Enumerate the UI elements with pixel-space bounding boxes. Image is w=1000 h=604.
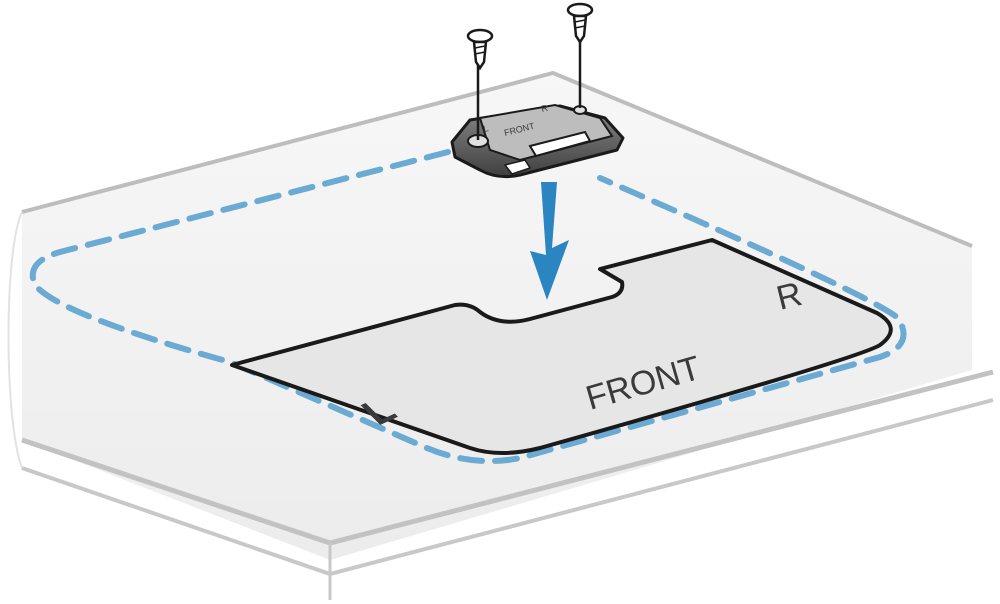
screw-icon bbox=[466, 28, 494, 140]
bracket-label-left: L bbox=[482, 123, 489, 134]
bracket-slot bbox=[528, 130, 592, 158]
bracket-notch bbox=[503, 159, 532, 175]
surface-left-edge bbox=[7, 211, 23, 469]
bracket: L FRONT R bbox=[450, 103, 625, 179]
arrow-down-icon bbox=[530, 182, 569, 300]
dashed-outline bbox=[29, 149, 907, 464]
bracket-top-plate bbox=[478, 103, 614, 162]
surface-back-edge bbox=[21, 70, 973, 248]
mounting-surface bbox=[7, 70, 994, 600]
template-outline bbox=[230, 238, 893, 455]
bracket-label-right: R bbox=[540, 103, 549, 114]
screw-icon bbox=[566, 2, 594, 108]
